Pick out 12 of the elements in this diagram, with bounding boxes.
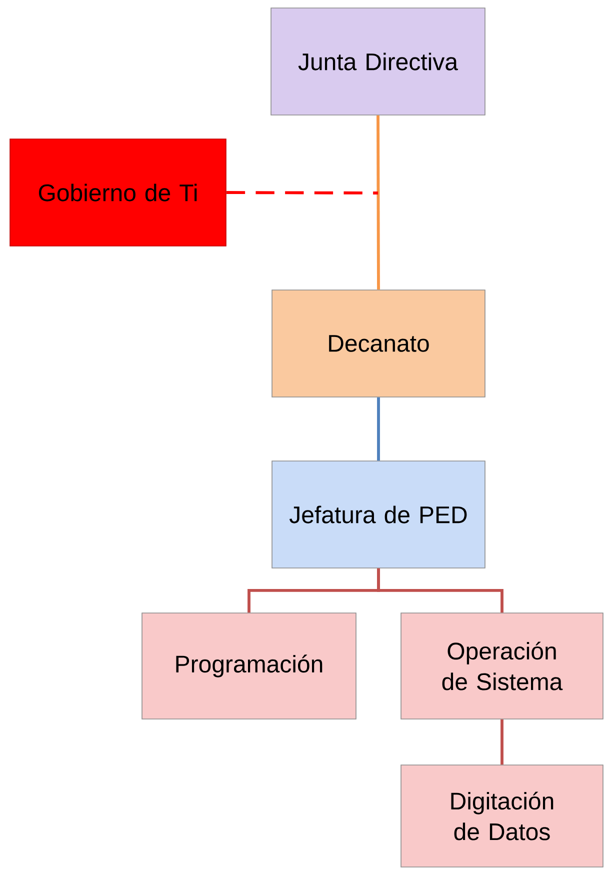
connector-line	[226, 191, 378, 194]
org-box: Programación	[142, 612, 356, 720]
org-box: Junta Directiva	[270, 8, 486, 116]
connector-line	[500, 719, 504, 765]
org-box: Gobierno de Ti	[10, 138, 226, 246]
org-box: Jefatura de PED	[272, 460, 486, 568]
org-box: Operación de Sistema	[400, 612, 604, 720]
connector-line	[377, 568, 504, 613]
connector-line	[376, 115, 380, 290]
org-box: Digitación de Datos	[400, 764, 604, 868]
connector-line	[377, 397, 380, 461]
org-box: Decanato	[272, 290, 486, 398]
